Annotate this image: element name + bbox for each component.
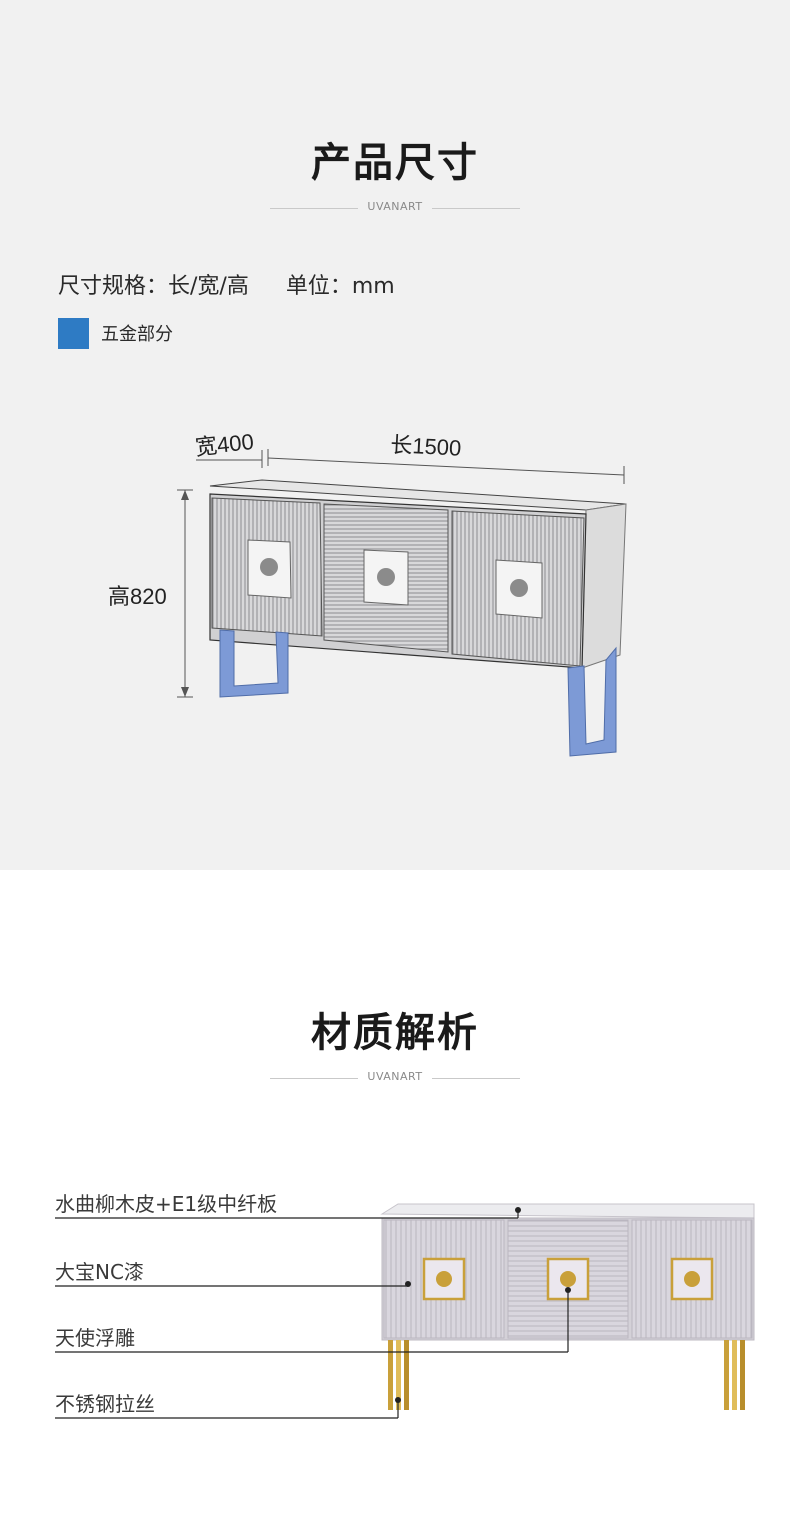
relief-ornament-icon (260, 558, 278, 576)
cabinet-sketch (209, 479, 627, 757)
hardware-leg (567, 646, 617, 757)
relief-ornament-icon (510, 579, 528, 597)
material-label-lacquer: 大宝NC漆 (55, 1260, 144, 1284)
material-section: 材质解析 UVANART (0, 870, 790, 1522)
spec-line: 尺寸规格：长/宽/高 单位：mm (58, 268, 425, 300)
size-heading: 产品尺寸 UVANART (0, 130, 790, 216)
angel-relief-icon (684, 1271, 700, 1287)
hardware-color-swatch (58, 317, 89, 349)
brand-label: UVANART (367, 1070, 423, 1083)
height-dimension: 高820 (108, 489, 193, 698)
size-subtitle-row: UVANART (270, 200, 520, 216)
brand-label: UVANART (367, 200, 423, 213)
material-label-veneer: 水曲柳木皮+E1级中纤板 (55, 1192, 278, 1216)
cabinet-photo (380, 1203, 755, 1410)
legend-label: 五金部分 (101, 324, 173, 345)
width-dimension: 宽400 (194, 429, 263, 468)
size-section: 产品尺寸 UVANART 尺寸规格：长/宽/高 单位：mm 五金部分 (0, 0, 790, 870)
unit-text: 单位：mm (285, 274, 395, 299)
divider-line (432, 208, 520, 209)
hardware-legend: 五金部分 (58, 317, 173, 349)
material-heading: 材质解析 UVANART (0, 1000, 790, 1086)
divider-line (270, 208, 358, 209)
divider-line (270, 1078, 358, 1079)
callout-lines (55, 1207, 571, 1419)
material-drawing (55, 1203, 755, 1419)
angel-relief-icon (560, 1271, 576, 1287)
material-label-relief: 天使浮雕 (55, 1326, 135, 1350)
size-title: 产品尺寸 (311, 140, 479, 186)
steel-leg (388, 1340, 409, 1410)
length-label: 长1500 (390, 432, 462, 461)
relief-ornament-icon (377, 568, 395, 586)
hardware-leg (219, 629, 289, 698)
angel-relief-icon (436, 1271, 452, 1287)
material-title: 材质解析 (311, 1010, 479, 1056)
length-dimension: 长1500 (267, 432, 625, 484)
width-label: 宽400 (194, 429, 255, 460)
dimension-drawing: 宽400 长1500 高820 (108, 429, 627, 757)
height-label: 高820 (108, 584, 167, 609)
steel-leg (724, 1340, 745, 1410)
material-label-steel: 不锈钢拉丝 (55, 1392, 155, 1416)
divider-line (432, 1078, 520, 1079)
material-subtitle-row: UVANART (270, 1070, 520, 1086)
spec-text: 尺寸规格：长/宽/高 (58, 274, 249, 299)
